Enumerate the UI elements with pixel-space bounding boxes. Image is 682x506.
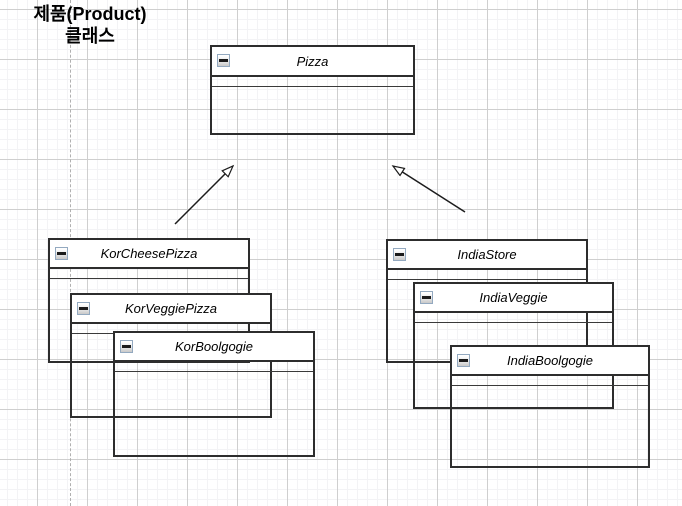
collapse-minus-icon[interactable]	[120, 339, 133, 353]
class-name: KorVeggiePizza	[124, 301, 217, 316]
minus-glyph	[79, 306, 88, 310]
class-title-bar: IndiaBoolgogie	[452, 347, 648, 376]
attributes-compartment	[212, 77, 413, 87]
class-box-pizza[interactable]: Pizza	[210, 45, 415, 135]
attributes-compartment	[50, 269, 248, 279]
class-box-korcheesepizza[interactable]: KorCheesePizza	[48, 238, 250, 363]
class-title-bar: Pizza	[212, 47, 413, 77]
class-title-bar: KorCheesePizza	[50, 240, 248, 269]
class-title-bar: IndiaVeggie	[415, 284, 612, 313]
collapse-minus-icon[interactable]	[457, 353, 470, 367]
class-name: IndiaBoolgogie	[506, 353, 594, 368]
class-title-bar: KorBoolgogie	[115, 333, 313, 362]
product-class-annotation[interactable]: 제품(Product) 클래스	[14, 3, 166, 47]
class-name: KorBoolgogie	[174, 339, 254, 354]
generalization-arrow-right[interactable]	[393, 166, 466, 213]
minus-glyph	[459, 358, 468, 362]
class-name: Pizza	[296, 53, 329, 69]
minus-glyph	[422, 295, 431, 299]
collapse-minus-icon[interactable]	[217, 54, 230, 67]
class-title-bar: KorVeggiePizza	[72, 295, 270, 324]
minus-glyph	[219, 59, 228, 62]
minus-glyph	[395, 252, 404, 256]
collapse-minus-icon[interactable]	[77, 301, 90, 315]
class-name: KorCheesePizza	[100, 246, 198, 261]
collapse-minus-icon[interactable]	[55, 246, 68, 260]
attributes-compartment	[115, 362, 313, 372]
minus-glyph	[57, 251, 66, 255]
class-box-indiaboolgogie[interactable]: IndiaBoolgogie	[450, 345, 650, 468]
annotation-line1: 제품(Product)	[33, 4, 147, 24]
collapse-minus-icon[interactable]	[393, 247, 406, 261]
class-name: IndiaStore	[457, 247, 517, 262]
attributes-compartment	[388, 270, 586, 280]
attributes-compartment	[452, 376, 648, 386]
annotation-line2: 클래스	[65, 26, 115, 46]
collapse-minus-icon[interactable]	[420, 290, 433, 304]
class-box-korboolgogie[interactable]: KorBoolgogie	[113, 331, 315, 457]
class-title-bar: IndiaStore	[388, 241, 586, 270]
class-name: IndiaVeggie	[479, 290, 548, 305]
generalization-arrow-left[interactable]	[174, 166, 233, 225]
minus-glyph	[122, 344, 131, 348]
class-box-indiaveggie[interactable]: IndiaVeggie	[413, 282, 614, 409]
attributes-compartment	[415, 313, 612, 323]
